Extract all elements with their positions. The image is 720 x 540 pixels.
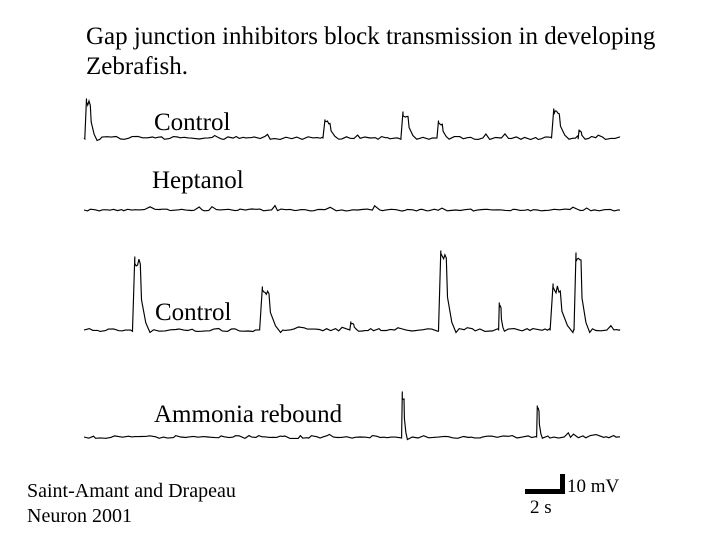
citation-credit: Saint-Amant and Drapeau Neuron 2001 xyxy=(27,480,236,527)
trace-label-heptanol: Heptanol xyxy=(152,167,244,194)
scalebar-time-label: 2 s xyxy=(530,497,552,518)
trace-heptanol xyxy=(83,204,621,212)
scalebar-voltage xyxy=(560,474,565,494)
trace-label-control-1: Control xyxy=(154,109,231,136)
slide-title: Gap junction inhibitors block transmissi… xyxy=(86,23,662,80)
trace-label-ammonia-rebound: Ammonia rebound xyxy=(154,401,343,428)
trace-line xyxy=(83,204,621,212)
scalebar-time xyxy=(525,489,565,494)
scalebar-voltage-label: 10 mV xyxy=(567,476,620,497)
trace-label-control-2: Control xyxy=(155,299,232,326)
